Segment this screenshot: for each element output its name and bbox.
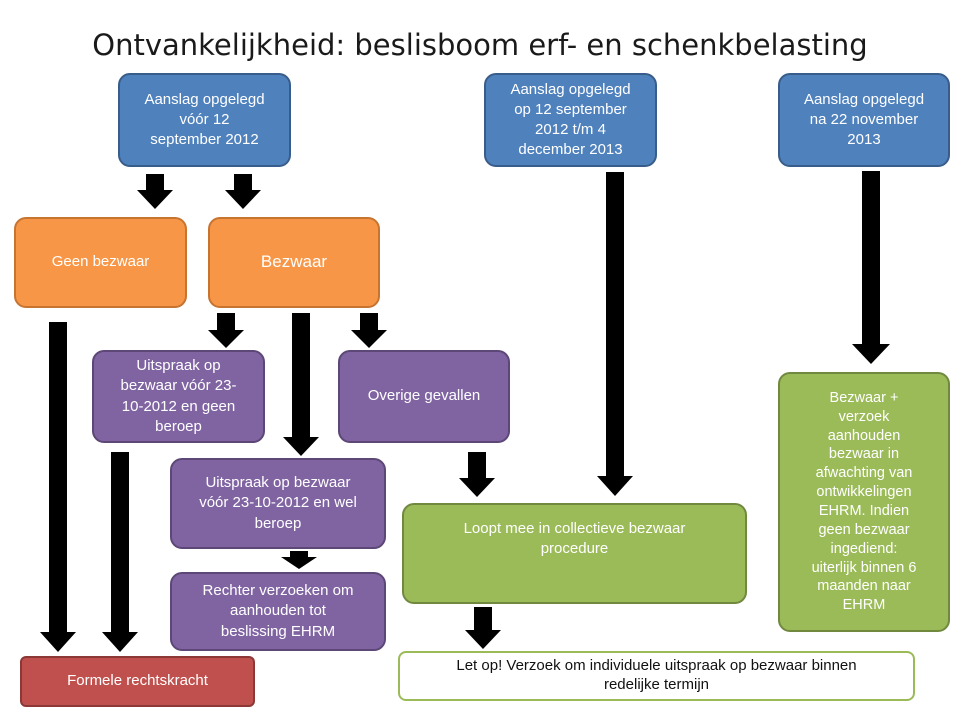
- node-bezwaar: Bezwaar: [208, 217, 380, 308]
- node-formele-rechtskracht: Formele rechtskracht: [20, 656, 255, 707]
- node-aanslag-12-sept-tm-4-dec-2013: Aanslag opgelegd op 12 september 2012 t/…: [484, 73, 657, 167]
- node-aanslag-voor-12-sept-2012: Aanslag opgelegd vóór 12 september 2012: [118, 73, 291, 167]
- node-collectieve-bezwaar-procedure: Loopt mee in collectieve bezwaar procedu…: [402, 503, 747, 604]
- node-geen-bezwaar: Geen bezwaar: [14, 217, 187, 308]
- arrow-aanslag-tussen-to-collectief: [597, 172, 633, 496]
- node-overige-gevallen: Overige gevallen: [338, 350, 510, 443]
- node-let-op-individuele-uitspraak: Let op! Verzoek om individuele uitspraak…: [398, 651, 915, 701]
- arrow-uitspraak-geen-beroep-to-formele: [102, 452, 138, 652]
- node-uitspraak-wel-beroep: Uitspraak op bezwaar vóór 23-10-2012 en …: [170, 458, 386, 549]
- node-uitspraak-geen-beroep: Uitspraak op bezwaar vóór 23- 10-2012 en…: [92, 350, 265, 443]
- node-rechter-verzoeken: Rechter verzoeken om aanhouden tot besli…: [170, 572, 386, 651]
- arrow-geen-bezwaar-to-formele: [40, 322, 76, 652]
- diagram-title: Ontvankelijkheid: beslisboom erf- en sch…: [92, 28, 868, 62]
- arrow-overige-to-collectief: [459, 452, 495, 497]
- arrow-bezwaar-to-uitspraak-wel-beroep: [283, 313, 319, 456]
- node-bezwaar-verzoek-aanhouden: Bezwaar + verzoek aanhouden bezwaar in a…: [778, 372, 950, 632]
- arrow-collectief-to-let-op: [465, 607, 501, 649]
- node-aanslag-na-22-nov-2013: Aanslag opgelegd na 22 november 2013: [778, 73, 950, 167]
- arrow-aanslag-voor-to-geen-bezwaar: [137, 174, 173, 209]
- arrow-aanslag-voor-to-bezwaar: [225, 174, 261, 209]
- arrow-bezwaar-to-overige: [351, 313, 387, 348]
- arrow-aanslag-na-to-bezwaar-verzoek: [852, 171, 890, 364]
- arrow-uitspraak-wel-beroep-to-rechter: [281, 551, 317, 569]
- arrow-bezwaar-to-uitspraak-geen-beroep: [208, 313, 244, 348]
